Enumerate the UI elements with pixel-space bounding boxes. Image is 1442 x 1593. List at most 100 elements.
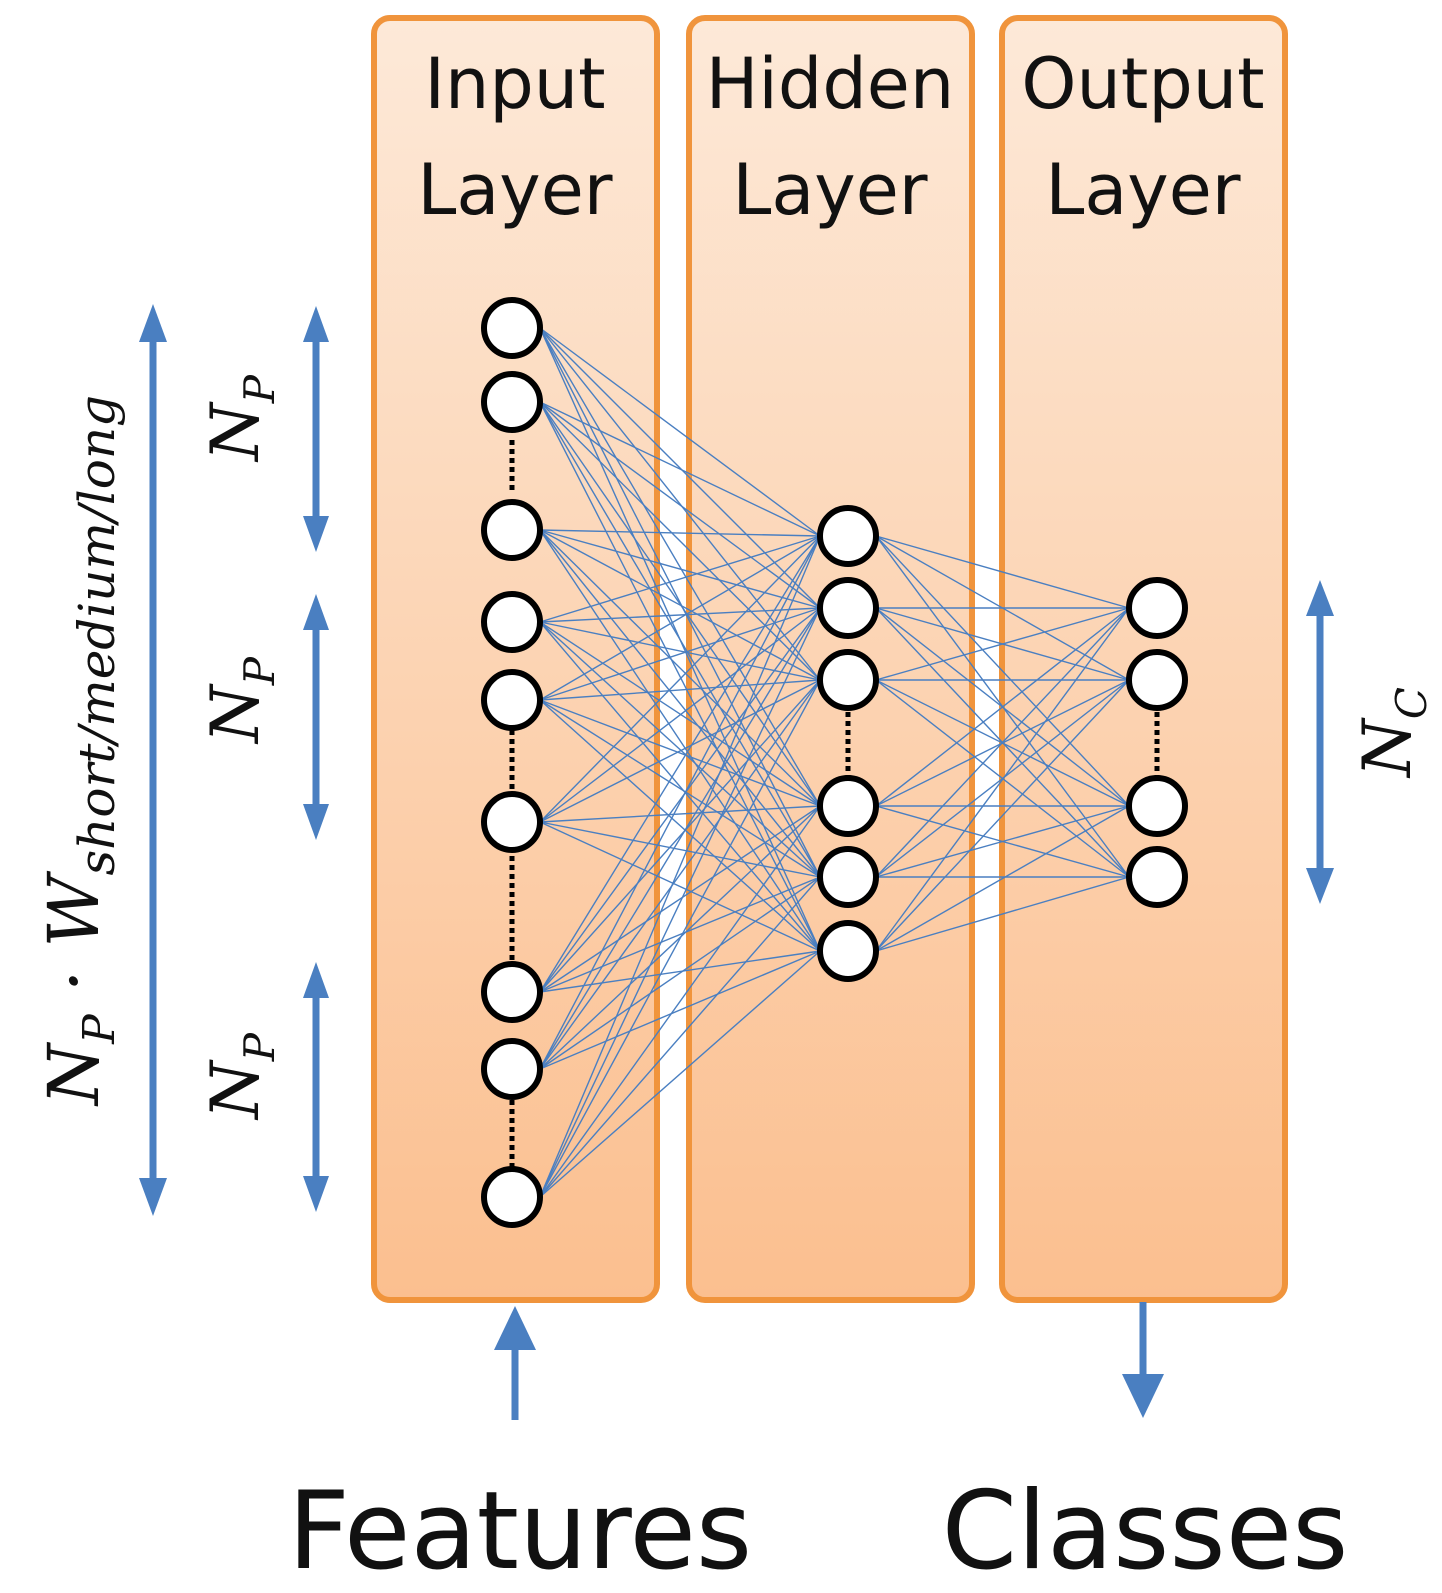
edge-input-6-hidden-3 (539, 805, 821, 993)
input-ellipsis-3 (509, 856, 515, 960)
output-layer-title-line2: Layer (1045, 149, 1240, 231)
edge-input-7-hidden-4 (539, 876, 821, 1070)
input-layer-title-line2: Layer (417, 149, 612, 231)
np-label-1: NP (197, 374, 284, 463)
input-node-6 (481, 961, 543, 1023)
input-node-2 (481, 499, 543, 561)
edge-input-0-hidden-2 (539, 327, 821, 681)
edge-input-7-hidden-0 (539, 535, 821, 1070)
np-label-2: NP (197, 656, 284, 745)
edge-input-5-hidden-4 (539, 821, 821, 878)
features-in-arrow (494, 1306, 536, 1420)
edge-input-4-hidden-0 (539, 535, 821, 701)
np-arrow-2 (303, 594, 329, 840)
output-node-1 (1126, 649, 1188, 711)
edge-input-2-hidden-1 (539, 529, 821, 609)
edge-input-7-hidden-1 (539, 607, 821, 1070)
edge-input-0-hidden-0 (539, 327, 821, 537)
edge-input-0-hidden-4 (539, 327, 821, 878)
hidden-layer-title-line1: Hidden (706, 43, 954, 125)
edge-input-5-hidden-1 (539, 607, 821, 823)
np-arrow-1 (303, 306, 329, 552)
edge-input-5-hidden-2 (539, 679, 821, 823)
np-label-3: NP (197, 1032, 284, 1121)
edge-input-6-hidden-0 (539, 535, 821, 993)
edge-hidden-0-output-0 (875, 535, 1130, 609)
input-ellipsis-1 (509, 440, 515, 490)
input-node-1 (481, 371, 543, 433)
edge-input-1-hidden-0 (539, 401, 821, 537)
edge-input-3-hidden-2 (539, 621, 821, 681)
edge-input-8-hidden-5 (539, 950, 821, 1198)
edge-hidden-2-output-0 (875, 607, 1130, 681)
output-node-2 (1126, 775, 1188, 837)
hidden-node-5 (817, 920, 879, 982)
edge-input-8-hidden-3 (539, 805, 821, 1198)
connection-edges (539, 327, 1130, 1198)
input-node-5 (481, 791, 543, 853)
edge-input-4-hidden-4 (539, 699, 821, 878)
edge-input-6-hidden-1 (539, 607, 821, 993)
edge-hidden-5-output-3 (875, 876, 1130, 952)
edge-input-1-hidden-1 (539, 401, 821, 609)
edge-input-3-hidden-3 (539, 621, 821, 807)
edge-hidden-4-output-2 (875, 805, 1130, 878)
total-dimension-arrow (139, 304, 167, 1216)
edge-input-3-hidden-4 (539, 621, 821, 878)
edge-input-0-hidden-1 (539, 327, 821, 609)
nc-label: NC (1349, 687, 1436, 779)
input-node-4 (481, 669, 543, 731)
edge-input-2-hidden-5 (539, 529, 821, 952)
total-dimension-label: NP · Wshort/medium/long (33, 395, 126, 1107)
output-layer-title-line1: Output (1021, 43, 1264, 125)
hidden-node-2 (817, 649, 879, 711)
hidden-node-4 (817, 846, 879, 908)
edge-input-6-hidden-2 (539, 679, 821, 993)
edge-hidden-5-output-1 (875, 679, 1130, 952)
edge-input-8-hidden-1 (539, 607, 821, 1198)
nc-arrow (1306, 580, 1334, 904)
input-ellipsis-4 (509, 1100, 515, 1168)
edge-input-1-hidden-5 (539, 401, 821, 952)
output-node-3 (1126, 846, 1188, 908)
hidden-node-3 (817, 775, 879, 837)
edge-input-1-hidden-2 (539, 401, 821, 681)
input-node-7 (481, 1038, 543, 1100)
edge-input-5-hidden-3 (539, 805, 821, 823)
input-ellipsis-2 (509, 730, 515, 789)
edge-input-3-hidden-1 (539, 607, 821, 623)
edge-hidden-4-output-0 (875, 607, 1130, 878)
input-node-3 (481, 591, 543, 653)
edge-hidden-0-output-2 (875, 535, 1130, 807)
edge-input-2-hidden-4 (539, 529, 821, 878)
edge-hidden-3-output-0 (875, 607, 1130, 807)
input-node-8 (481, 1166, 543, 1228)
hidden-node-0 (817, 505, 879, 567)
edge-input-2-hidden-2 (539, 529, 821, 681)
input-layer-title-line1: Input (424, 43, 605, 125)
edge-input-3-hidden-0 (539, 535, 821, 623)
output-node-0 (1126, 577, 1188, 639)
edge-hidden-5-output-0 (875, 607, 1130, 952)
edge-input-8-hidden-0 (539, 535, 821, 1198)
hidden-node-1 (817, 577, 879, 639)
edge-input-1-hidden-4 (539, 401, 821, 878)
np-arrow-3 (303, 962, 329, 1212)
edge-input-2-hidden-0 (539, 529, 821, 537)
edge-input-1-hidden-3 (539, 401, 821, 807)
hidden-layer-title-line2: Layer (732, 149, 927, 231)
features-label: Features (288, 1469, 752, 1593)
edge-input-4-hidden-2 (539, 679, 821, 701)
edge-input-7-hidden-2 (539, 679, 821, 1070)
edge-input-8-hidden-2 (539, 679, 821, 1198)
edge-input-4-hidden-3 (539, 699, 821, 807)
classes-out-arrow (1122, 1302, 1164, 1418)
edge-input-0-hidden-3 (539, 327, 821, 807)
edge-input-7-hidden-5 (539, 950, 821, 1070)
edge-input-6-hidden-5 (539, 950, 821, 993)
edge-input-6-hidden-4 (539, 876, 821, 993)
network-nodes (481, 297, 1188, 1228)
edge-input-5-hidden-0 (539, 535, 821, 823)
input-node-0 (481, 297, 543, 359)
